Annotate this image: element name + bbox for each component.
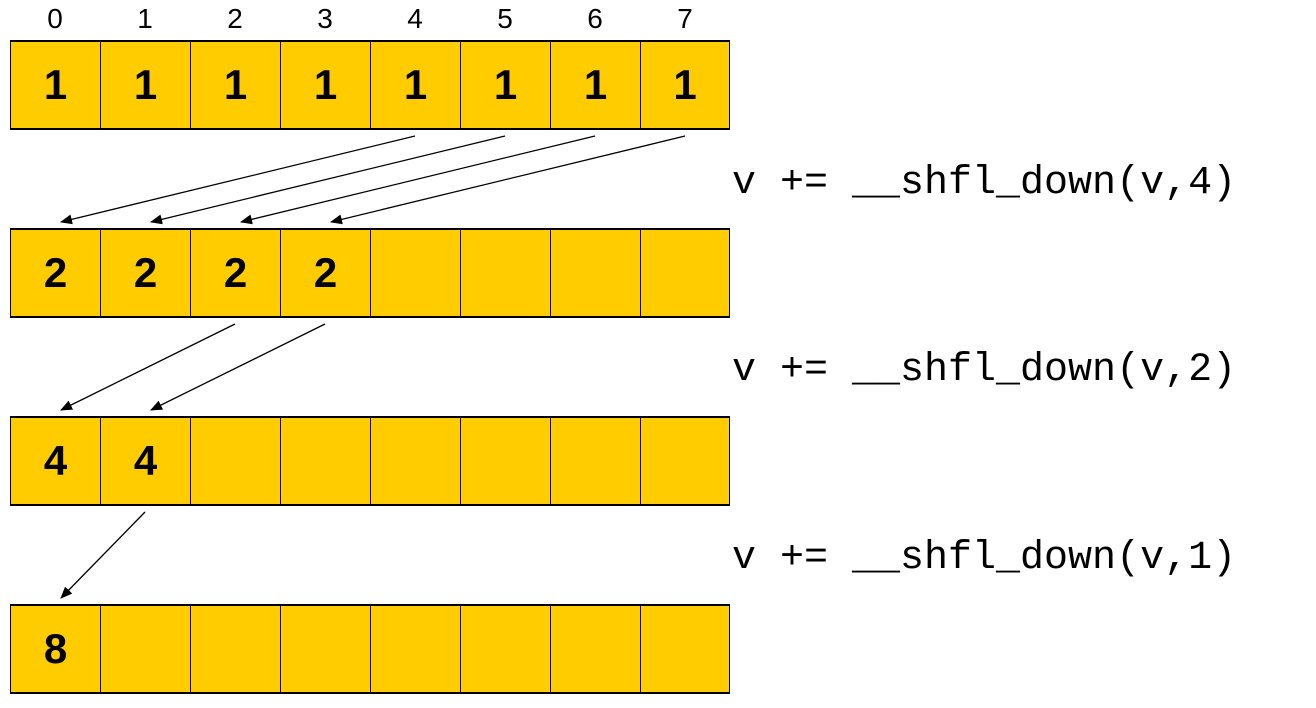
reduction-row-2: 4 4 <box>10 416 730 506</box>
lane-cell <box>370 230 460 316</box>
lane-cell <box>460 606 550 692</box>
lane-cell: 1 <box>190 42 280 128</box>
lane-cell: 2 <box>100 230 190 316</box>
shuffle-arrow <box>150 135 506 225</box>
lane-index-6: 6 <box>587 3 603 34</box>
shuffle-arrow <box>240 135 596 225</box>
reduction-row-3: 8 <box>10 604 730 694</box>
lane-cell: 4 <box>10 418 100 504</box>
shuffle-step-label-offset-1: v += __shfl_down(v,1) <box>732 536 1237 581</box>
lane-cell <box>640 418 730 504</box>
lane-cell <box>280 418 370 504</box>
lane-cell: 2 <box>10 230 100 316</box>
lane-cell <box>460 230 550 316</box>
lane-cell <box>550 230 640 316</box>
lane-cell <box>190 606 280 692</box>
lane-index-1: 1 <box>137 3 153 34</box>
lane-cell <box>370 418 460 504</box>
lane-cell <box>550 418 640 504</box>
lane-cell: 1 <box>640 42 730 128</box>
lane-cell: 4 <box>100 418 190 504</box>
lane-index-4: 4 <box>407 3 423 34</box>
shuffle-arrow <box>60 135 416 225</box>
lane-index-2: 2 <box>227 3 243 34</box>
lane-cell: 2 <box>280 230 370 316</box>
lane-cell: 1 <box>10 42 100 128</box>
lane-cell: 1 <box>550 42 640 128</box>
shuffle-arrow <box>60 511 146 599</box>
shuffle-arrow <box>60 323 236 411</box>
lane-cell <box>640 606 730 692</box>
lane-cell <box>460 418 550 504</box>
lane-cell: 1 <box>460 42 550 128</box>
lane-index-0: 0 <box>47 3 63 34</box>
shuffle-step-label-offset-2: v += __shfl_down(v,2) <box>732 348 1237 393</box>
lane-cell <box>280 606 370 692</box>
shuffle-arrow <box>330 135 686 225</box>
lane-cell <box>550 606 640 692</box>
lane-index-5: 5 <box>497 3 513 34</box>
lane-cell: 1 <box>370 42 460 128</box>
lane-cell <box>640 230 730 316</box>
lane-index-3: 3 <box>317 3 333 34</box>
reduction-row-1: 2 2 2 2 <box>10 228 730 318</box>
lane-cell: 2 <box>190 230 280 316</box>
lane-cell: 1 <box>280 42 370 128</box>
shuffle-arrow <box>150 323 326 411</box>
lane-cell: 1 <box>100 42 190 128</box>
lane-cell <box>190 418 280 504</box>
lane-cell <box>370 606 460 692</box>
shuffle-step-label-offset-4: v += __shfl_down(v,4) <box>732 161 1237 206</box>
lane-cell: 8 <box>10 606 100 692</box>
reduction-row-0: 1 1 1 1 1 1 1 1 <box>10 40 730 130</box>
lane-cell <box>100 606 190 692</box>
lane-index-7: 7 <box>677 3 693 34</box>
